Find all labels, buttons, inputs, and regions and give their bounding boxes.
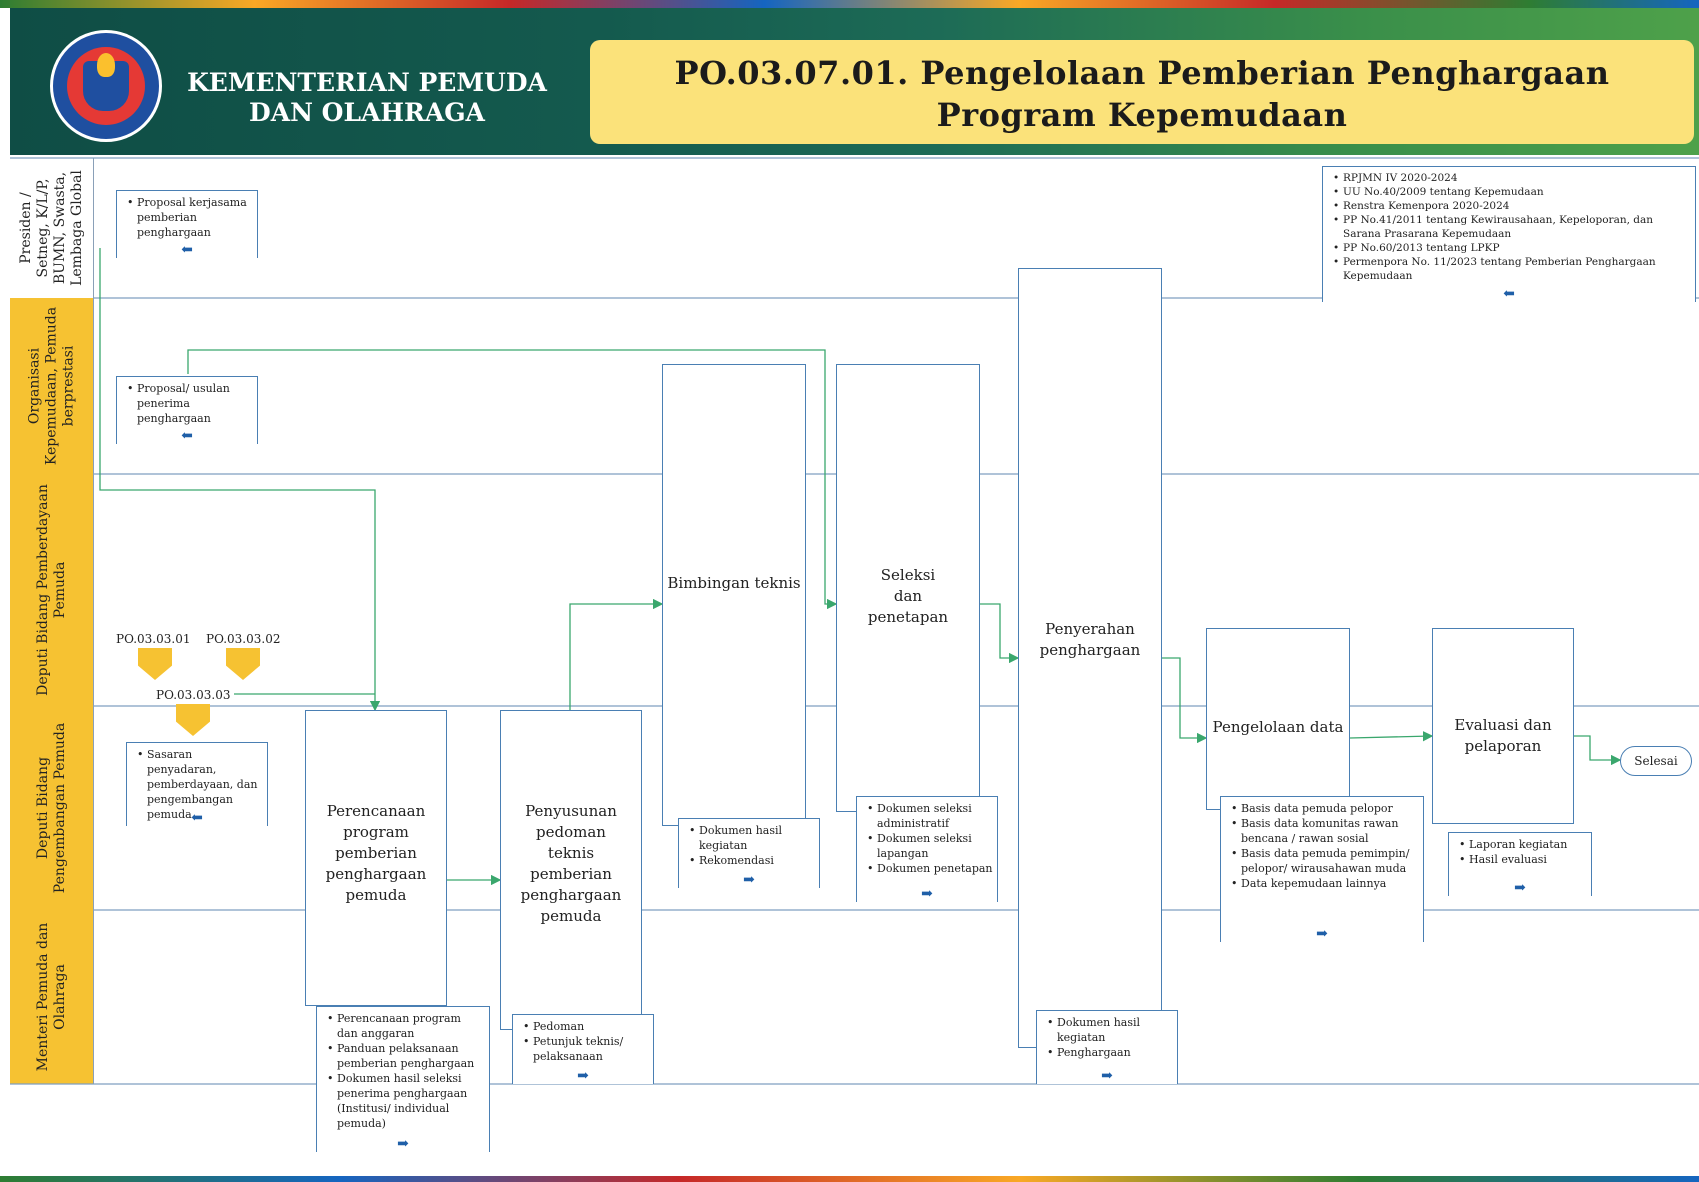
process-perencanaan-label: Perencanaan program pemberian penghargaa… bbox=[325, 802, 427, 904]
doc-perencanaan-output: Perencanaan program dan anggaran Panduan… bbox=[316, 1006, 490, 1152]
lane-label-3: Deputi Bidang Pengembangan Pemuda bbox=[10, 706, 94, 910]
doc-item: Penghargaan bbox=[1047, 1045, 1173, 1060]
doc-arrow-icon: ➡ bbox=[743, 872, 755, 888]
doc-item: RPJMN IV 2020-2024 bbox=[1333, 171, 1691, 185]
doc-item: Dokumen hasil seleksi penerima pengharga… bbox=[327, 1071, 485, 1131]
process-penyerahan-label: Penyerahan penghargaan bbox=[1039, 620, 1141, 659]
process-seleksi-label: Seleksi dan penetapan bbox=[867, 566, 949, 626]
doc-item: Sasaran penyadaran, pemberdayaan, dan pe… bbox=[137, 747, 263, 822]
doc-item: Data kepemudaan lainnya bbox=[1231, 876, 1419, 891]
doc-bimtek-output: Dokumen hasil kegiatan Rekomendasi ➡ bbox=[678, 818, 820, 888]
doc-item: Dokumen seleksi lapangan bbox=[867, 831, 993, 861]
doc-item: Petunjuk teknis/ pelaksanaan bbox=[523, 1034, 649, 1064]
doc-item: Basis data pemuda pemimpin/ pelopor/ wir… bbox=[1231, 846, 1419, 876]
doc-item: PP No.41/2011 tentang Kewirausahaan, Kep… bbox=[1333, 213, 1691, 241]
process-seleksi: Seleksi dan penetapan bbox=[836, 364, 980, 812]
process-bimbingan-label: Bimbingan teknis bbox=[667, 574, 801, 592]
doc-proposal-usulan: Proposal/ usulan penerima penghargaan ⬅ bbox=[116, 376, 258, 444]
process-evaluasi-label: Evaluasi dan pelaporan bbox=[1454, 716, 1552, 755]
doc-item: Basis data komunitas rawan bencana / raw… bbox=[1231, 816, 1419, 846]
doc-item: Pedoman bbox=[523, 1019, 649, 1034]
doc-item: Laporan kegiatan bbox=[1459, 837, 1587, 852]
doc-arrow-icon: ⬅ bbox=[1503, 286, 1515, 302]
page-title: PO.03.07.01. Pengelolaan Pemberian Pengh… bbox=[590, 40, 1694, 144]
doc-item: Perencanaan program dan anggaran bbox=[327, 1011, 485, 1041]
doc-arrow-icon: ➡ bbox=[1316, 926, 1328, 942]
process-penyerahan: Penyerahan penghargaan bbox=[1018, 268, 1162, 1048]
doc-item: Hasil evaluasi bbox=[1459, 852, 1587, 867]
doc-data-output: Basis data pemuda pelopor Basis data kom… bbox=[1220, 796, 1424, 942]
doc-regulasi: RPJMN IV 2020-2024 UU No.40/2009 tentang… bbox=[1322, 166, 1696, 302]
doc-item: Panduan pelaksanaan pemberian penghargaa… bbox=[327, 1041, 485, 1071]
doc-item: Dokumen seleksi administratif bbox=[867, 801, 993, 831]
ministry-name-line2: DAN OLAHRAGA bbox=[249, 98, 485, 127]
ref-po-03-03-02: PO.03.03.02 bbox=[206, 632, 281, 646]
ministry-name: KEMENTERIAN PEMUDA DAN OLAHRAGA bbox=[182, 68, 552, 128]
doc-item: Dokumen penetapan bbox=[867, 861, 993, 876]
doc-item: Permenpora No. 11/2023 tentang Pemberian… bbox=[1333, 255, 1691, 283]
lane-label-0: Presiden / Setneg, K/L/P, BUMN, Swasta, … bbox=[10, 158, 94, 298]
doc-item: Dokumen hasil kegiatan bbox=[1047, 1015, 1173, 1045]
ministry-logo bbox=[50, 30, 162, 142]
doc-arrow-icon: ➡ bbox=[1514, 880, 1526, 896]
doc-arrow-icon: ➡ bbox=[577, 1068, 589, 1084]
doc-penyerahan-output: Dokumen hasil kegiatan Penghargaan ➡ bbox=[1036, 1010, 1178, 1084]
ministry-name-line1: KEMENTERIAN PEMUDA bbox=[187, 68, 547, 97]
doc-item: UU No.40/2009 tentang Kepemudaan bbox=[1333, 185, 1691, 199]
lane-label-4: Menteri Pemuda dan Olahraga bbox=[10, 910, 94, 1084]
doc-item: Basis data pemuda pelopor bbox=[1231, 801, 1419, 816]
doc-item: Renstra Kemenpora 2020-2024 bbox=[1333, 199, 1691, 213]
doc-arrow-icon: ➡ bbox=[1101, 1068, 1113, 1084]
lane-label-1: Organisasi Kepemudaan, Pemuda berprestas… bbox=[10, 298, 94, 474]
doc-seleksi-output: Dokumen seleksi administratif Dokumen se… bbox=[856, 796, 998, 902]
doc-arrow-icon: ⬅ bbox=[181, 428, 193, 444]
process-evaluasi: Evaluasi dan pelaporan bbox=[1432, 628, 1574, 824]
process-penyusunan: Penyusunan pedoman teknis pemberian peng… bbox=[500, 710, 642, 1030]
doc-sasaran: Sasaran penyadaran, pemberdayaan, dan pe… bbox=[126, 742, 268, 826]
top-color-stripe bbox=[0, 0, 1699, 8]
ref-po-03-03-03: PO.03.03.03 bbox=[156, 688, 231, 702]
doc-item: Proposal kerjasama pemberian penghargaan bbox=[127, 195, 253, 240]
header-banner: KEMENTERIAN PEMUDA DAN OLAHRAGA PO.03.07… bbox=[10, 8, 1699, 155]
lane-label-2: Deputi Bidang Pemberdayaan Pemuda bbox=[10, 474, 94, 706]
ref-po-03-03-01: PO.03.03.01 bbox=[116, 632, 191, 646]
process-pengelolaan-label: Pengelolaan data bbox=[1212, 718, 1344, 736]
doc-arrow-icon: ➡ bbox=[397, 1136, 409, 1152]
doc-arrow-icon: ⬅ bbox=[191, 810, 203, 826]
doc-arrow-icon: ➡ bbox=[921, 886, 933, 902]
doc-item: Proposal/ usulan penerima penghargaan bbox=[127, 381, 253, 426]
doc-item: Rekomendasi bbox=[689, 853, 815, 868]
doc-arrow-icon: ⬅ bbox=[181, 242, 193, 258]
process-penyusunan-label: Penyusunan pedoman teknis pemberian peng… bbox=[520, 802, 622, 925]
process-pengelolaan: Pengelolaan data bbox=[1206, 628, 1350, 810]
doc-item: PP No.60/2013 tentang LPKP bbox=[1333, 241, 1691, 255]
bottom-color-stripe bbox=[0, 1176, 1699, 1182]
terminal-selesai: Selesai bbox=[1620, 746, 1692, 776]
doc-pedoman-output: Pedoman Petunjuk teknis/ pelaksanaan ➡ bbox=[512, 1014, 654, 1084]
process-bimbingan: Bimbingan teknis bbox=[662, 364, 806, 826]
doc-evaluasi-output: Laporan kegiatan Hasil evaluasi ➡ bbox=[1448, 832, 1592, 896]
doc-proposal-kerjasama: Proposal kerjasama pemberian penghargaan… bbox=[116, 190, 258, 258]
process-perencanaan: Perencanaan program pemberian penghargaa… bbox=[305, 710, 447, 1006]
doc-item: Dokumen hasil kegiatan bbox=[689, 823, 815, 853]
